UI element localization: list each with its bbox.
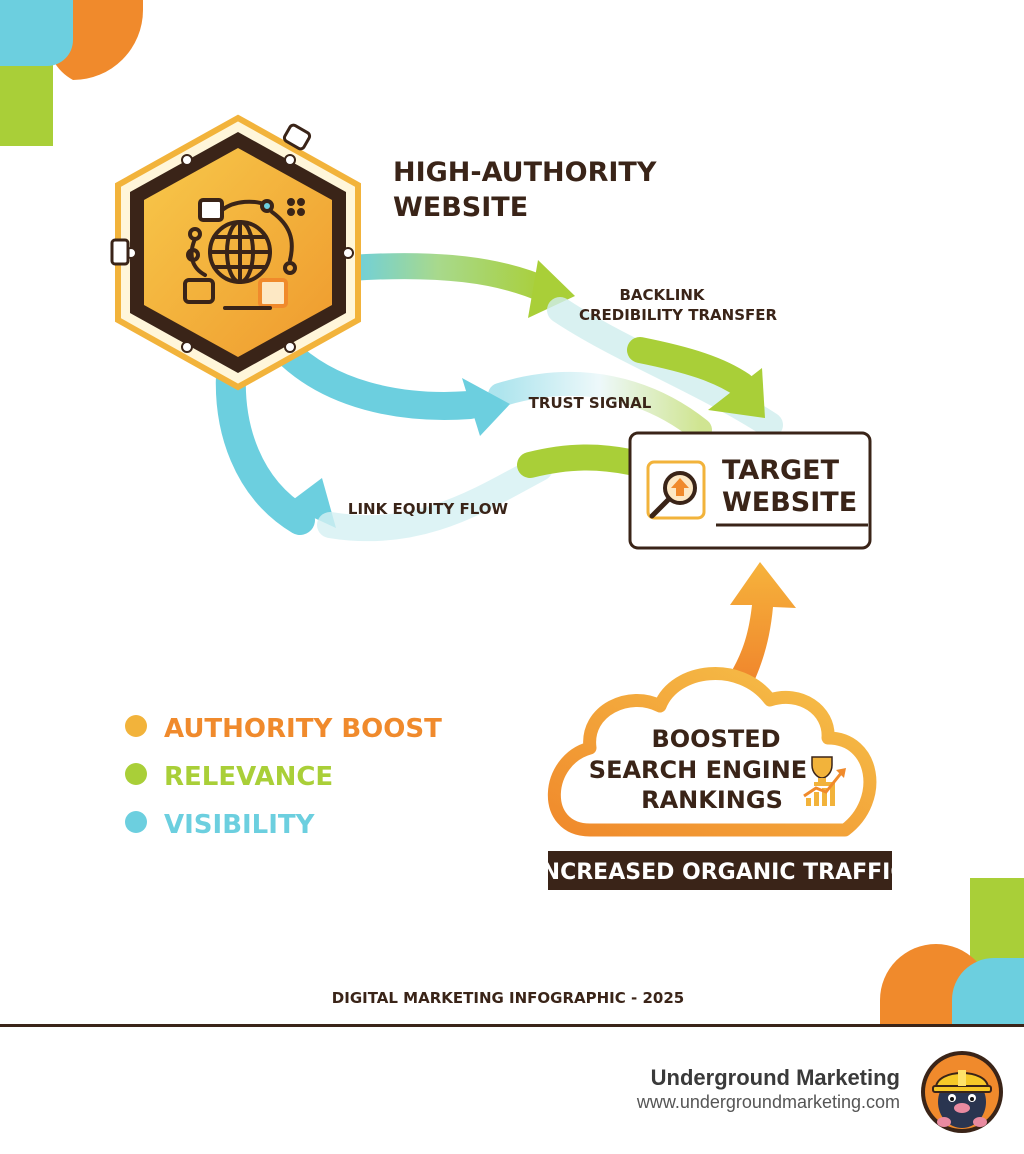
rankings-line1: BOOSTED xyxy=(651,725,780,753)
link-equity-label: LINK EQUITY FLOW xyxy=(348,500,509,518)
legend-dot-relevance xyxy=(125,763,147,785)
legend-label-authority: AUTHORITY BOOST xyxy=(164,714,442,744)
magnifier-upload-icon xyxy=(646,460,706,520)
bottom-right-decoration xyxy=(880,878,1024,1024)
rankings-cloud xyxy=(547,667,877,837)
globe-network-icon xyxy=(183,198,305,310)
boost-up-arrow xyxy=(720,562,796,700)
target-title-line2: WEBSITE xyxy=(722,487,857,518)
legend-label-visibility: VISIBILITY xyxy=(164,810,316,840)
flow-trust-arrow xyxy=(271,336,712,442)
legend-label-relevance: RELEVANCE xyxy=(164,762,333,792)
legend-dot-authority xyxy=(125,715,147,737)
footer xyxy=(0,1027,1024,1154)
trust-signal-label: TRUST SIGNAL xyxy=(529,394,652,412)
brand-block: Underground Marketing www.undergroundmar… xyxy=(637,1065,900,1113)
rankings-line2: SEARCH ENGINE xyxy=(589,756,807,784)
flow-equity-arrow xyxy=(215,345,643,542)
traffic-banner xyxy=(548,851,892,890)
brand-name: Underground Marketing xyxy=(650,1065,900,1090)
rankings-line3: RANKINGS xyxy=(641,786,783,814)
brand-url[interactable]: www.undergroundmarketing.com xyxy=(636,1092,900,1112)
top-left-decoration xyxy=(0,0,143,146)
backlink-label-line2: CREDIBILITY TRANSFER xyxy=(579,306,778,324)
mole-hardhat-mascot-icon xyxy=(921,1051,1003,1133)
legend: AUTHORITY BOOST RELEVANCE VISIBILITY xyxy=(125,714,442,840)
backlink-label-line1: BACKLINK xyxy=(620,286,706,304)
footer-divider xyxy=(0,1024,1024,1027)
legend-dot-visibility xyxy=(125,811,147,833)
traffic-banner-text: INCREASED ORGANIC TRAFFIC xyxy=(533,860,906,885)
target-title-line1: TARGET xyxy=(722,455,840,486)
source-title-line1: HIGH-AUTHORITY xyxy=(393,157,657,188)
trophy-growth-chart-icon xyxy=(803,756,846,806)
flow-backlink-arrow xyxy=(337,253,783,438)
source-title-line2: WEBSITE xyxy=(393,192,528,223)
infographic-caption: DIGITAL MARKETING INFOGRAPHIC - 2025 xyxy=(332,989,684,1007)
